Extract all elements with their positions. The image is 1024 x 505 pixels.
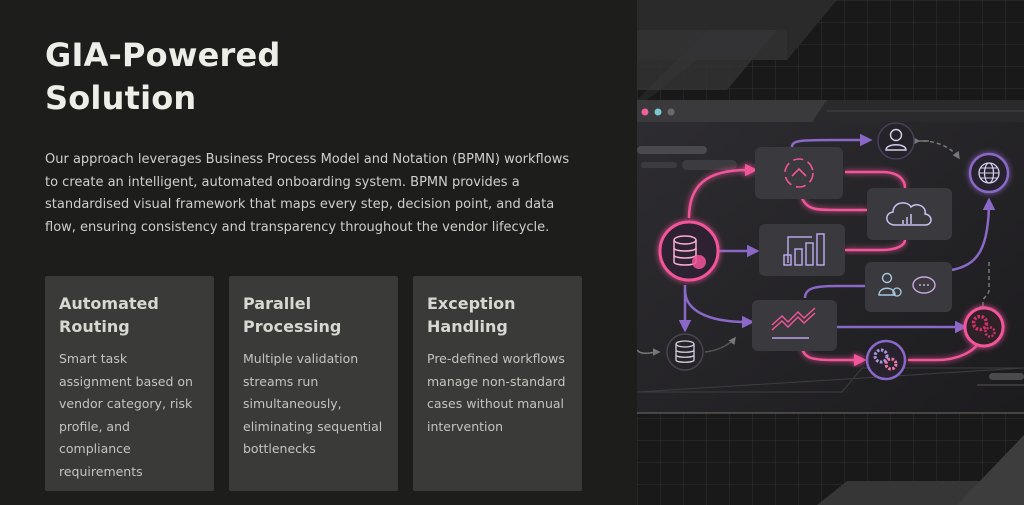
- card-body: Pre-defined workflows manage non-standar…: [427, 351, 566, 434]
- card-title: Parallel Processing: [243, 294, 342, 336]
- card-title: Exception Handling: [427, 294, 516, 336]
- intro-paragraph: Our approach leverages Business Process …: [45, 152, 570, 235]
- database-icon: [666, 333, 704, 371]
- trend-chart-icon: [752, 300, 837, 351]
- window-dot-pink: [641, 108, 649, 116]
- window-dot-gray: [667, 108, 675, 116]
- gears-icon: [865, 339, 907, 381]
- page-title: GIA-Powered Solution: [45, 34, 281, 120]
- feature-card-exception-handling: Exception Handling Pre-defined workflows…: [413, 276, 582, 491]
- globe-icon: [968, 152, 1010, 194]
- user-icon: [877, 122, 915, 160]
- card-title: Automated Routing: [59, 294, 159, 336]
- feature-cards: Automated Routing Smart task assignment …: [45, 276, 582, 491]
- bar-chart-icon: [759, 224, 845, 276]
- content-panel: GIA-Powered Solution Our approach levera…: [45, 34, 582, 491]
- title-line-2: Solution: [45, 79, 197, 117]
- feature-card-automated-routing: Automated Routing Smart task assignment …: [45, 276, 214, 491]
- title-line-1: GIA-Powered: [45, 36, 281, 74]
- workflow-illustration: [637, 0, 1024, 505]
- gear-settings-icon: [963, 306, 1005, 348]
- card-body: Multiple validation streams run simultan…: [243, 351, 383, 456]
- cloud-analytics-icon: [867, 188, 952, 240]
- database-user-icon: [658, 220, 720, 282]
- card-body: Smart task assignment based on vendor ca…: [59, 351, 193, 479]
- bpmn-workflow-diagram: [637, 0, 1024, 505]
- refresh-cycle-icon: [755, 147, 843, 199]
- feature-card-parallel-processing: Parallel Processing Multiple validation …: [229, 276, 398, 491]
- user-chat-icon: [865, 262, 952, 312]
- window-dot-teal: [654, 108, 662, 116]
